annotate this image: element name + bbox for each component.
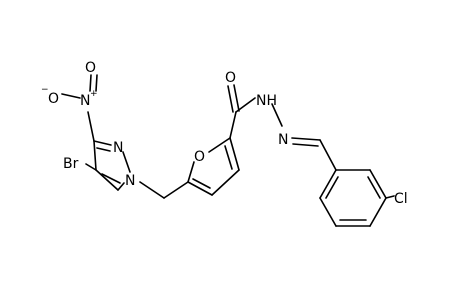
bond-fc2-fc3	[229, 137, 240, 171]
bond-c4-br	[85, 163, 97, 171]
bond-nitro-o-double-2	[95, 74, 98, 92]
bond-b6-b1-inner	[325, 176, 339, 199]
atom-hydrazide-nh: NH	[256, 93, 277, 109]
bond-fc4-fc5	[187, 181, 213, 196]
bond-nh-n	[271, 103, 283, 127]
bonds	[61, 74, 395, 227]
atom-nitro-o-minus: O	[48, 91, 59, 107]
bond-c4-c5	[95, 169, 119, 191]
atom-nitro-o-double: O	[85, 60, 96, 76]
bond-n1-ch2	[139, 181, 165, 199]
atom-labels: Br N N N + O − O O O NH N Cl	[41, 60, 408, 207]
bond-c-nh	[235, 97, 256, 113]
atom-nitro-n: N	[80, 93, 90, 109]
bond-c3-nitro	[87, 111, 95, 142]
bond-b6-b1	[319, 169, 337, 199]
charge-nitro-n: +	[90, 89, 98, 99]
bond-nitro-o-double	[89, 74, 92, 92]
bond-fo-fc2	[208, 137, 231, 153]
bond-n2-c3-inner	[96, 147, 111, 152]
bond-c5-n1	[117, 182, 125, 191]
bond-fc2-carbonyl	[229, 111, 237, 139]
atom-pyrazole-n2: N	[113, 140, 123, 156]
bond-b2-b3	[369, 169, 387, 199]
atom-chlorine: Cl	[394, 191, 408, 207]
atom-pyrazole-n1: N	[125, 173, 135, 189]
bond-n-ch	[291, 137, 321, 141]
bond-fc5-fo	[187, 161, 195, 183]
bond-ch-phenyl	[319, 139, 337, 171]
bond-nitro-o-minus	[61, 93, 81, 99]
bond-ch2-furan	[163, 181, 189, 199]
bond-co-double-1	[227, 85, 234, 113]
atom-hydrazone-n: N	[278, 132, 288, 148]
atom-carbonyl-o: O	[225, 70, 236, 86]
bond-b2-b3-inner	[367, 176, 381, 199]
bond-fc3-fc4	[211, 169, 240, 196]
bond-b5-b6	[319, 197, 337, 227]
bond-c3-c4	[93, 140, 97, 171]
bond-co-double-2	[233, 84, 240, 112]
bond-b3-cl	[385, 195, 395, 199]
atom-furan-o: O	[194, 149, 205, 165]
bond-fc4-fc5-inner	[192, 178, 211, 189]
bond-fc2-fc3-inner	[224, 145, 233, 170]
bond-n1-n2	[122, 151, 131, 173]
charge-nitro-o-minus: −	[41, 85, 49, 95]
bond-b3-b4	[369, 197, 387, 227]
bond-n-ch-2	[292, 143, 319, 147]
bond-c4-c5-inner	[101, 173, 121, 184]
atom-bromine: Br	[63, 156, 79, 172]
bond-n2-c3	[93, 140, 112, 146]
